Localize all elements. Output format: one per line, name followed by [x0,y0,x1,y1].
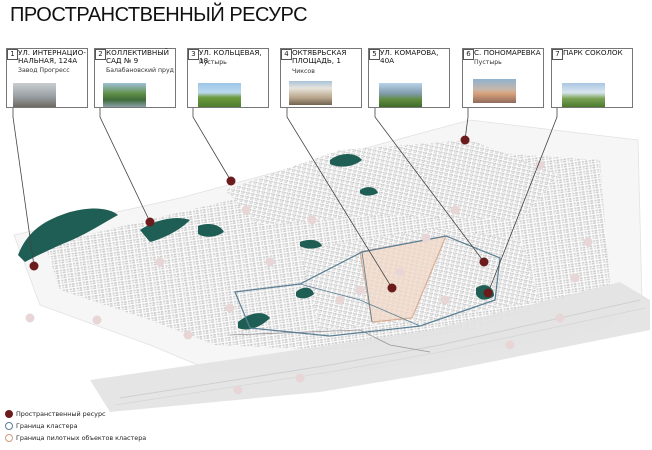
legend-item-pilot: Граница пилотных объектов кластера [5,434,147,442]
rail-line [114,307,646,406]
resource-caption: Пустырь [474,59,502,66]
legend-label: Пространственный ресурс [16,410,106,418]
resource-number: 2 [95,49,106,60]
resource-card-1[interactable]: 1 УЛ. ИНТЕРНАЦИО-НАЛЬНАЯ, 124А Завод Про… [6,48,88,108]
resource-number: 3 [188,49,199,60]
resource-dot-4 [387,283,397,293]
leader-lines [12,108,558,294]
resource-address: ПАРК СОКОЛОК [563,48,623,57]
resource-card-3[interactable]: 3 УЛ. КОЛЬЦЕВАЯ, 18 Пустырь [187,48,269,108]
water-body [360,187,378,196]
resource-number: 5 [369,49,380,60]
cluster-border-inner [361,251,373,323]
water-body [296,287,314,299]
cluster-border [234,235,501,337]
resource-address: С. ПОНОМАРЕВКА [474,48,541,57]
resource-number: 6 [463,49,474,60]
legend-item-resource: Пространственный ресурс [5,410,106,418]
resource-caption: Пустырь [199,59,227,66]
page-title: ПРОСТРАНСТВЕННЫЙ РЕСУРС [10,4,308,26]
park-photo [562,83,605,107]
resource-caption: Чиксов [292,68,315,75]
resource-address: УЛ. КОМАРОВА, 40А [380,48,439,65]
resource-caption: Балабановский пруд [106,67,174,74]
resource-card-4[interactable]: 4 ОКТЯБРЬСКАЯ ПЛОЩАДЬ, 1 Чиксов [280,48,362,108]
resource-card-2[interactable]: 2 КОЛЛЕКТИВНЫЙ САД № 9 Балабановский пру… [94,48,176,108]
rail-line [119,299,641,399]
resource-dot-2 [145,217,155,227]
blue-ring-icon [5,422,13,430]
resource-card-5[interactable]: 5 УЛ. КОМАРОВА, 40А [368,48,450,108]
resource-number: 7 [552,49,563,60]
resource-dot-6 [460,135,470,145]
river-band [90,282,650,412]
resource-card-7[interactable]: 7 ПАРК СОКОЛОК [551,48,633,108]
resource-dot-5 [479,257,489,267]
house-photo [379,83,422,107]
water-body [300,239,322,249]
resource-dot-7 [483,288,493,298]
legend-label: Граница пилотных объектов кластера [16,434,147,442]
resource-number: 1 [7,49,18,60]
legend-label: Граница кластера [16,422,78,430]
resource-dot-3 [226,176,236,186]
urban-area-north [225,140,560,225]
filled-dot-icon [5,410,13,418]
building-photo [289,81,332,105]
factory-interior-photo [13,83,56,107]
minor-points [25,160,593,395]
sunset-field-photo [473,79,516,103]
water-body [330,154,362,167]
cluster-border-inner [299,283,421,327]
resource-address: ОКТЯБРЬСКАЯ ПЛОЩАДЬ, 1 [292,48,347,65]
pond-photo [103,83,146,107]
resource-dots [29,135,493,298]
resource-card-6[interactable]: 6 С. ПОНОМАРЕВКА Пустырь [462,48,544,108]
resource-address: УЛ. ИНТЕРНАЦИО-НАЛЬНАЯ, 124А [18,48,86,65]
resource-number: 4 [281,49,292,60]
resource-caption: Завод Прогресс [18,67,70,74]
field-photo [198,83,241,107]
water-body [18,208,118,262]
orange-ring-icon [5,434,13,442]
legend-item-cluster: Граница кластера [5,422,78,430]
water-body [198,224,224,237]
resource-dot-1 [29,261,39,271]
resource-address: КОЛЛЕКТИВНЫЙ САД № 9 [106,48,170,65]
resource-address: УЛ. КОЛЬЦЕВАЯ, 18 [199,48,262,65]
